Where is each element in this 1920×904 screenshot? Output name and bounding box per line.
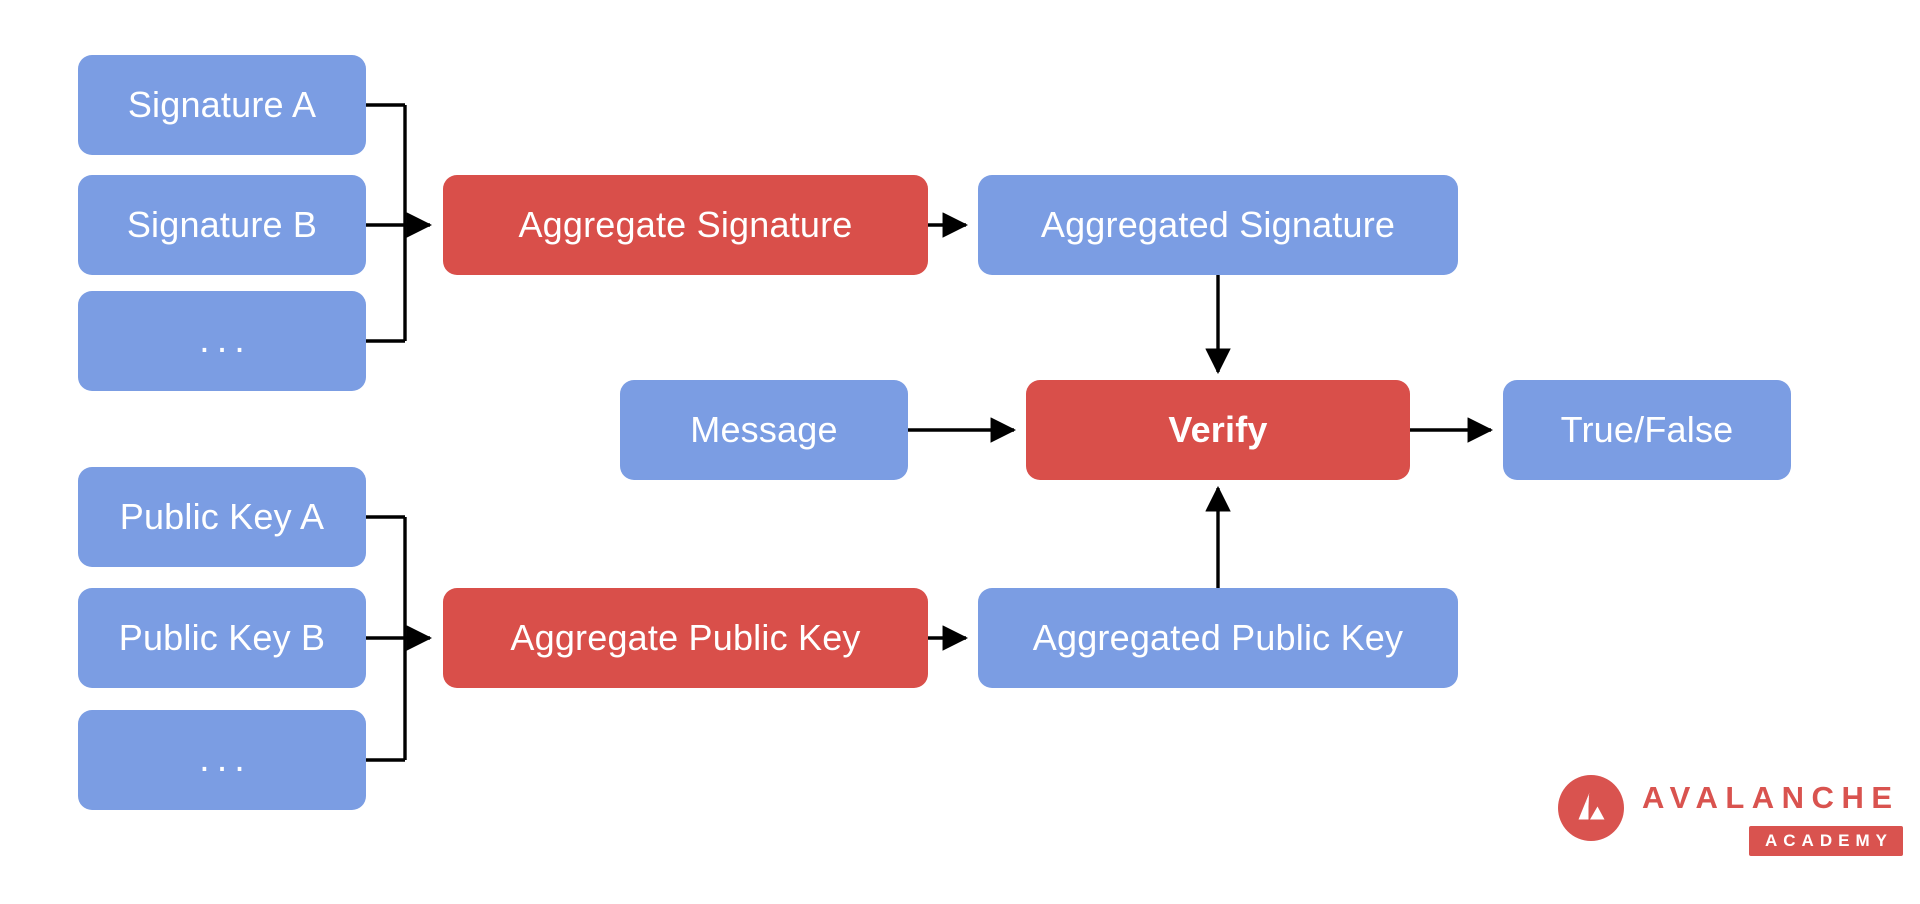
academy-badge: ACADEMY — [1749, 826, 1903, 856]
node-signature-a[interactable]: Signature A — [78, 55, 366, 155]
node-public-key-ellipsis[interactable]: ... — [78, 710, 366, 810]
node-signature-a-label: Signature A — [127, 84, 317, 126]
avalanche-logo-icon — [1558, 775, 1624, 841]
node-signature-b-label: Signature B — [126, 204, 318, 246]
node-aggregated-signature-label: Aggregated Signature — [1040, 204, 1396, 246]
node-aggregated-public-key[interactable]: Aggregated Public Key — [978, 588, 1458, 688]
node-true-false[interactable]: True/False — [1503, 380, 1791, 480]
node-verify-label: Verify — [1168, 409, 1268, 451]
node-public-key-b-label: Public Key B — [118, 617, 326, 659]
edge-publickey-bus — [366, 515, 433, 762]
node-signature-ellipsis-label: ... — [199, 319, 252, 362]
node-aggregate-public-key[interactable]: Aggregate Public Key — [443, 588, 928, 688]
node-public-key-ellipsis-label: ... — [199, 738, 252, 781]
node-aggregate-public-key-label: Aggregate Public Key — [510, 617, 861, 659]
node-aggregated-signature[interactable]: Aggregated Signature — [978, 175, 1458, 275]
avalanche-wordmark: AVALANCHE — [1642, 780, 1900, 815]
node-public-key-b[interactable]: Public Key B — [78, 588, 366, 688]
node-public-key-a-label: Public Key A — [119, 496, 325, 538]
node-aggregate-signature[interactable]: Aggregate Signature — [443, 175, 928, 275]
node-aggregated-public-key-label: Aggregated Public Key — [1032, 617, 1404, 659]
node-public-key-a[interactable]: Public Key A — [78, 467, 366, 567]
node-signature-ellipsis[interactable]: ... — [78, 291, 366, 391]
node-aggregate-signature-label: Aggregate Signature — [518, 204, 853, 246]
avalanche-academy-logo: AVALANCHE ACADEMY — [1558, 770, 1903, 858]
node-true-false-label: True/False — [1560, 409, 1734, 451]
node-message[interactable]: Message — [620, 380, 908, 480]
edge-signature-bus — [366, 103, 433, 343]
node-message-label: Message — [690, 409, 838, 451]
node-verify[interactable]: Verify — [1026, 380, 1410, 480]
node-signature-b[interactable]: Signature B — [78, 175, 366, 275]
